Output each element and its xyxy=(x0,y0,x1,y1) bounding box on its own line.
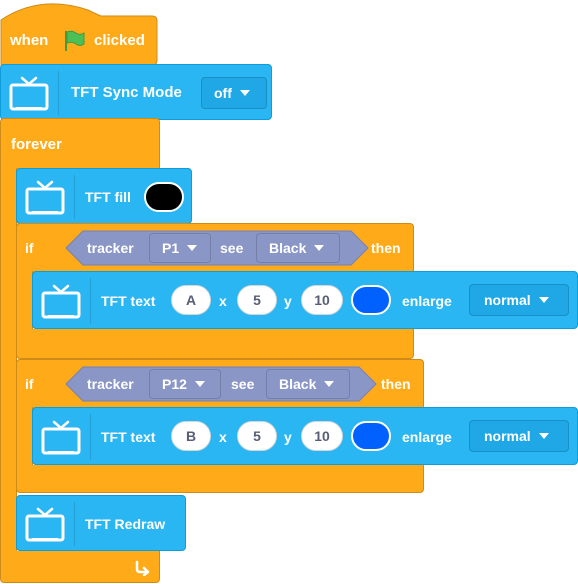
enlarge-value: normal xyxy=(484,428,531,444)
forever-block-top[interactable]: forever xyxy=(0,118,160,170)
tracker-port-dropdown-2[interactable]: P12 xyxy=(149,369,221,399)
tft-fill-label: TFT fill xyxy=(85,189,131,205)
fill-color-swatch[interactable] xyxy=(144,182,184,212)
chevron-down-icon xyxy=(239,90,250,96)
x-value-input[interactable]: 5 xyxy=(237,421,277,451)
y-value: 10 xyxy=(314,292,330,308)
green-flag-icon xyxy=(62,29,86,58)
forever-block-bottom xyxy=(0,551,160,583)
tft-text-block-1[interactable]: TFT text A x 5 y 10 enlarge normal xyxy=(32,271,578,329)
text-value: A xyxy=(185,292,197,308)
tft-text-label: TFT text xyxy=(101,429,156,445)
icon-divider xyxy=(58,71,59,115)
tft-redraw-block[interactable]: TFT Redraw xyxy=(16,495,186,551)
text-color-swatch[interactable] xyxy=(351,421,391,451)
tracker-label: tracker xyxy=(87,376,134,392)
tracker-color-value: Black xyxy=(269,240,307,256)
see-label: see xyxy=(231,376,255,392)
tft-text-label: TFT text xyxy=(101,293,156,309)
text-value: B xyxy=(185,428,197,444)
y-value: 10 xyxy=(314,428,330,444)
sync-mode-dropdown[interactable]: off xyxy=(201,77,267,109)
tft-sync-mode-block[interactable]: TFT Sync Mode off xyxy=(0,64,272,120)
x-label: x xyxy=(219,429,227,445)
when-label: when xyxy=(10,32,49,49)
x-value-input[interactable]: 5 xyxy=(237,285,277,315)
text-color-swatch[interactable] xyxy=(351,285,391,315)
then-label: then xyxy=(381,376,411,392)
enlarge-dropdown[interactable]: normal xyxy=(469,284,569,316)
if-block-1-bottom xyxy=(16,329,414,359)
icon-divider xyxy=(90,278,91,324)
icon-divider xyxy=(90,414,91,460)
enlarge-label: enlarge xyxy=(402,293,452,309)
if-block-1-top[interactable]: if tracker P1 see Black then xyxy=(16,223,414,273)
if-block-2-arm xyxy=(16,407,33,467)
enlarge-label: enlarge xyxy=(402,429,452,445)
text-value-input[interactable]: A xyxy=(171,285,211,315)
tracker-port-dropdown-1[interactable]: P1 xyxy=(149,233,211,263)
icon-divider xyxy=(74,502,75,546)
chevron-down-icon xyxy=(324,381,335,387)
if-block-1-arm xyxy=(16,271,33,331)
tracker-color-dropdown-2[interactable]: Black xyxy=(266,369,350,399)
chevron-down-icon xyxy=(538,433,549,439)
y-value-input[interactable]: 10 xyxy=(301,285,343,315)
tft-text-block-2[interactable]: TFT text B x 5 y 10 enlarge normal xyxy=(32,407,578,465)
tft-screen-icon xyxy=(8,76,50,117)
clicked-label: clicked xyxy=(94,32,145,49)
tft-screen-icon xyxy=(40,284,82,325)
chevron-down-icon xyxy=(538,297,549,303)
y-value-input[interactable]: 10 xyxy=(301,421,343,451)
icon-divider xyxy=(74,175,75,219)
y-label: y xyxy=(284,293,292,309)
if-block-2-top[interactable]: if tracker P12 see Black then xyxy=(16,359,424,409)
tracker-color-dropdown-1[interactable]: Black xyxy=(256,233,340,263)
chevron-down-icon xyxy=(194,381,205,387)
if-label: if xyxy=(25,240,34,256)
enlarge-dropdown[interactable]: normal xyxy=(469,420,569,452)
tft-screen-icon xyxy=(24,180,66,221)
then-label: then xyxy=(371,240,401,256)
tft-screen-icon xyxy=(24,507,66,548)
when-flag-clicked-block[interactable]: when clicked xyxy=(0,0,158,66)
y-label: y xyxy=(284,429,292,445)
tft-redraw-label: TFT Redraw xyxy=(85,516,166,532)
loop-arrow-icon xyxy=(133,558,151,581)
x-label: x xyxy=(219,293,227,309)
forever-label: forever xyxy=(11,136,62,153)
sync-mode-value: off xyxy=(214,85,232,101)
tracker-color-value: Black xyxy=(279,376,317,392)
x-value: 5 xyxy=(253,428,261,444)
tft-screen-icon xyxy=(40,420,82,461)
tracker-label: tracker xyxy=(87,240,134,256)
x-value: 5 xyxy=(253,292,261,308)
if-block-2-bottom xyxy=(16,465,424,493)
sync-mode-label: TFT Sync Mode xyxy=(71,84,182,101)
chevron-down-icon xyxy=(187,245,198,251)
tracker-port-value: P12 xyxy=(162,376,187,392)
chevron-down-icon xyxy=(314,245,325,251)
tracker-port-value: P1 xyxy=(162,240,180,256)
if-label: if xyxy=(25,376,34,392)
tft-fill-block[interactable]: TFT fill xyxy=(16,168,192,224)
see-label: see xyxy=(220,240,244,256)
forever-block-arm xyxy=(0,168,17,553)
enlarge-value: normal xyxy=(484,292,531,308)
text-value-input[interactable]: B xyxy=(171,421,211,451)
